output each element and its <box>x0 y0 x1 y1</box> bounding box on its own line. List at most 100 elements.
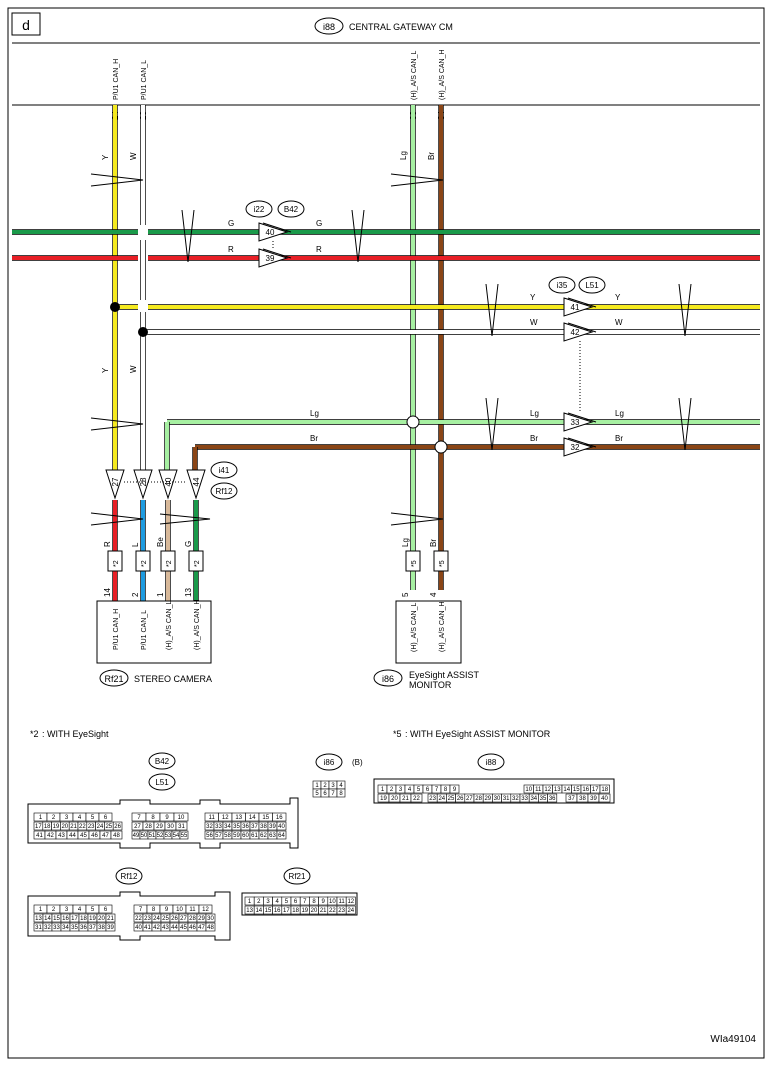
pinout-rf12-g1r2-pin-20: 20 <box>98 916 105 922</box>
note-5-mark: *5 <box>393 729 402 739</box>
pinout-rf12-g2r2-pin-30: 30 <box>207 916 214 922</box>
pinout-rf21-r1-pin-7: 7 <box>303 899 307 905</box>
pinout-rf12-g1r1-pin-2: 2 <box>52 907 56 913</box>
camera-wire-color-label: L <box>131 542 140 547</box>
note-2-mark: *2 <box>30 729 39 739</box>
pinout-b42-g3r3-pin-57: 57 <box>215 833 222 839</box>
camera-note-marker: *2 <box>141 560 148 567</box>
pinout-i88-r2b-pin-34: 34 <box>530 796 537 802</box>
camera-pin-signal: (H)_A/S CAN_H <box>194 599 201 650</box>
pinout-rf12-g2r3-pin-46: 46 <box>189 925 196 931</box>
pinout-rf21-r2-pin-19: 19 <box>301 908 308 914</box>
pinout-i88-r2a-cell <box>410 793 423 803</box>
label-lg-vertical-top: Lg <box>399 151 408 160</box>
connector-i35-pin-33-tip <box>567 412 597 423</box>
connector-i41-pin-40-pin: 40 <box>164 477 173 486</box>
connector-i35-pin-41-tip <box>567 297 597 308</box>
pinout-i88-r1b-pin-12: 12 <box>544 787 551 793</box>
assist-monitor-name-1: EyeSight ASSIST <box>409 670 480 680</box>
pinout-i86-pin-4: 4 <box>339 783 343 789</box>
pinout-rf12-g2r2-pin-27: 27 <box>180 916 187 922</box>
pinout-b42-id-oval <box>148 752 176 770</box>
connector-i35-pin-41-pin: 41 <box>571 303 580 312</box>
pinout-b42-g3r1-pin-11: 11 <box>209 815 216 821</box>
pinout-rf12-g1r2-pin-21: 21 <box>107 916 114 922</box>
pinout-rf21-r2-pin-13: 13 <box>246 908 253 914</box>
pinout-rf12-g1r1-pin-3: 3 <box>65 907 69 913</box>
label-lg-right: Lg <box>615 409 624 418</box>
label-br-right: Br <box>615 434 623 443</box>
pinout-b42-g1r2-pin-20: 20 <box>61 824 68 830</box>
pinout-rf12-g1r3-pin-35: 35 <box>71 925 78 931</box>
twist-mark <box>678 397 692 451</box>
connector-id-l51-oval <box>578 276 606 294</box>
connector-i41-pin-28 <box>133 469 153 500</box>
label-y-left: Y <box>530 293 536 302</box>
pinout-rf12-g1r2-cell <box>105 913 116 923</box>
label-w-left: W <box>530 318 538 327</box>
pinout-b42-g3r3-cell <box>276 830 287 840</box>
connector-i41-pin-44-pin: 44 <box>192 477 201 486</box>
pinout-b42-g3r2-pin-32: 32 <box>206 824 213 830</box>
connector-id-b42: B42 <box>284 205 299 214</box>
pinout-b42-g2r2-pin-28: 28 <box>145 824 152 830</box>
stereo-camera-id: Rf21 <box>104 674 123 684</box>
pinout-i88-r1b-pin-13: 13 <box>554 787 561 793</box>
pinout-b42-g1r3-pin-45: 45 <box>80 833 87 839</box>
connector-id-rf12: Rf12 <box>216 487 233 496</box>
pinout-rf21-r2-pin-15: 15 <box>265 908 272 914</box>
pinout-b42-g3r2-pin-34: 34 <box>224 824 231 830</box>
pinout-rf21-r2-pin-20: 20 <box>311 908 318 914</box>
connector-i35-pin-42 <box>563 322 594 342</box>
pinout-b42-g3r3-pin-64: 64 <box>278 833 285 839</box>
connector-i41-pin-40 <box>158 469 178 500</box>
pinout-i86-id: i86 <box>324 758 335 767</box>
pinout-i88-r1a-pin-5: 5 <box>417 787 421 793</box>
pinout-rf21-r2-pin-14: 14 <box>255 908 262 914</box>
pinout-rf12-g2r3-pin-41: 41 <box>144 925 151 931</box>
monitor-pin-number: 5 <box>401 592 410 597</box>
monitor-note-box <box>433 550 449 572</box>
pinout-b42-g3r3-pin-62: 62 <box>260 833 267 839</box>
pinout-b42-g3r2-pin-38: 38 <box>260 824 267 830</box>
pinout-i86-suffix: (B) <box>352 758 363 767</box>
pinout-b42-g1r1-cell <box>98 812 113 822</box>
pinout-b42-g1r2-cell <box>112 821 123 831</box>
pinout-b42-g1r3-pin-44: 44 <box>69 833 76 839</box>
pinout-b42-g2r2-pin-31: 31 <box>178 824 185 830</box>
pinout-rf12-g1r1-pin-5: 5 <box>91 907 95 913</box>
pinout-rf12-g2r1-pin-7: 7 <box>139 907 143 913</box>
pinout-rf12-g1r2-pin-14: 14 <box>44 916 51 922</box>
connector-id-rf12-oval <box>210 482 238 500</box>
section-letter-box <box>11 12 41 36</box>
pinout-i88-r2c-pin-39: 39 <box>590 796 597 802</box>
connector-id-l51: L51 <box>585 281 599 290</box>
pinout-rf21-r2-pin-21: 21 <box>320 908 327 914</box>
pinout-rf12-id-oval <box>115 867 143 885</box>
pinout-rf12-g2r1-pin-11: 11 <box>189 907 196 913</box>
twist-mark <box>351 209 365 263</box>
pinout-b42-g3r3-pin-61: 61 <box>251 833 258 839</box>
connector-i35-pin-41 <box>563 297 594 317</box>
pinout-i88-r2c-cell <box>598 793 611 803</box>
pinout-l51-id: L51 <box>155 778 169 787</box>
pinout-b42-g1r2-pin-25: 25 <box>105 824 112 830</box>
pinout-rf12-g2r3-pin-44: 44 <box>171 925 178 931</box>
pinout-i88-id-oval <box>477 753 505 771</box>
twist-mark <box>390 173 444 187</box>
connector-id-i22: i22 <box>254 205 265 214</box>
pinout-rf12-g2r2-pin-24: 24 <box>153 916 160 922</box>
pinout-b42-g1r3-pin-43: 43 <box>58 833 65 839</box>
pinout-b42-g3r2-pin-36: 36 <box>242 824 249 830</box>
pinout-rf12-g2r2-cell <box>205 913 216 923</box>
pinout-rf21-r1-pin-11: 11 <box>338 899 345 905</box>
pinout-rf21-r2-pin-24: 24 <box>347 908 354 914</box>
pinout-i88-id: i88 <box>486 758 497 767</box>
pinout-i88-r1b-pin-11: 11 <box>535 787 542 793</box>
connector-i41-pin-27 <box>105 469 125 500</box>
pinout-i88-r2b-pin-36: 36 <box>549 796 556 802</box>
connector-i41-pin-28-pin: 28 <box>139 477 148 486</box>
pinout-rf12-g1r3-pin-31: 31 <box>35 925 42 931</box>
pinout-rf21-r1-pin-4: 4 <box>276 899 280 905</box>
gateway-id-oval <box>314 17 344 35</box>
